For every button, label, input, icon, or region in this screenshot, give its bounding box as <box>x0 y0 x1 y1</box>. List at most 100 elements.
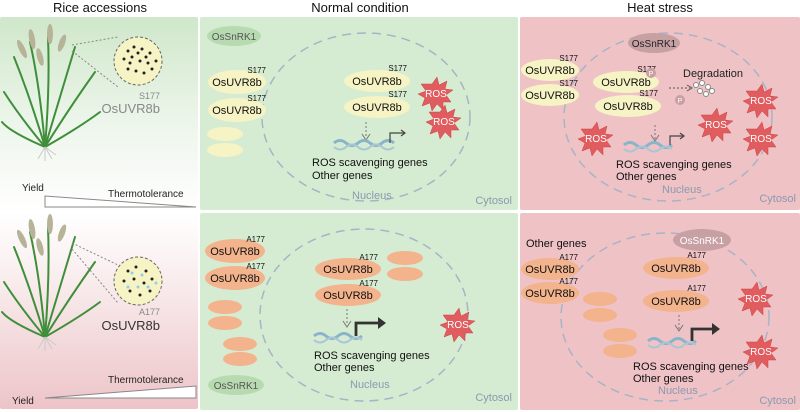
phospho-label: P <box>678 98 683 105</box>
allele-label: S177 <box>388 64 407 73</box>
ros-label: ROS <box>750 347 772 358</box>
protein-label: OsUVR8b <box>525 264 575 276</box>
cytosol-label: Cytosol <box>475 392 512 404</box>
kinase-label: OsSnRK1 <box>632 39 677 50</box>
cytosol-label: Cytosol <box>759 395 796 407</box>
seed-zoom-bottom <box>113 256 163 306</box>
allele-label-top: S177 <box>139 91 160 101</box>
nucleus-membrane <box>560 232 770 402</box>
header-rice-accessions: Rice accessions <box>53 0 147 15</box>
kinase-oval <box>673 229 731 251</box>
allele-label: A177 <box>687 251 706 260</box>
kinase-label: OsSnRK1 <box>214 381 259 392</box>
allele-label: S177 <box>559 79 578 88</box>
allele-label-bottom: A177 <box>139 307 160 317</box>
phospho-badge <box>675 95 685 105</box>
ros-burst: ROS <box>577 121 614 157</box>
nucleus-label: Nucleus <box>662 184 702 196</box>
allele-label: A177 <box>359 253 378 262</box>
ros-label: ROS <box>447 320 469 331</box>
heat-a177-panel: Other genes A177 OsUVR8b A177 OsUVR8b Os… <box>520 213 800 410</box>
thermotolerance-label-bottom: Thermotolerance <box>108 375 184 386</box>
thermotolerance-label-top: Thermotolerance <box>108 189 184 200</box>
tradeoff-triangle-bottom <box>44 385 197 399</box>
rice-plant-bottom <box>1 214 101 351</box>
protein-label: OsUVR8b <box>601 77 651 89</box>
protein-label: OsUVR8b <box>525 90 575 102</box>
protein-label: OsUVR8b <box>212 77 262 89</box>
ros-burst: ROS <box>737 281 774 317</box>
allele-label: A177 <box>559 277 578 286</box>
protein-label: OsUVR8b <box>210 273 260 285</box>
protein-label: OsUVR8b <box>525 288 575 300</box>
gene-label-cytosol: Other genes <box>526 238 587 250</box>
phospho-badge <box>646 68 656 78</box>
kinase-oval <box>628 33 680 53</box>
protein-label: OsUVR8b <box>651 263 701 275</box>
normal-a177-panel: A177 OsUVR8b A177 OsUVR8b OsSnRK1 A177 O… <box>200 213 518 410</box>
ros-label: ROS <box>750 134 772 145</box>
degradation-label: Degradation <box>683 68 743 80</box>
protein-label-top: OsUVR8b <box>101 101 160 116</box>
ros-burst: ROS <box>697 107 734 143</box>
protein-label: OsUVR8b <box>210 246 260 258</box>
ros-burst: ROS <box>742 83 779 119</box>
gene-label-ros: ROS scavenging genes <box>312 157 428 169</box>
dna-strand <box>333 139 395 147</box>
ros-label: ROS <box>705 120 727 131</box>
kinase-oval <box>207 26 261 46</box>
phospho-label: P <box>649 71 654 78</box>
allele-label: A177 <box>687 284 706 293</box>
kinase-label: OsSnRK1 <box>680 236 725 247</box>
allele-label: A177 <box>559 253 578 262</box>
rice-accessions-column: S177 OsUVR8b Yield Thermotolerance <box>0 17 198 409</box>
cytosol-label: Cytosol <box>759 193 796 205</box>
cytosol-label: Cytosol <box>475 195 512 207</box>
yield-label-top: Yield <box>22 183 44 194</box>
protein-label: OsUVR8b <box>352 102 402 114</box>
allele-label: S177 <box>637 65 656 74</box>
allele-label: A177 <box>246 235 265 244</box>
nucleus-label: Nucleus <box>658 385 698 397</box>
header-heat-stress: Heat stress <box>627 0 693 15</box>
gene-label-other: Other genes <box>314 362 375 374</box>
kinase-oval <box>208 375 264 395</box>
allele-label: S177 <box>639 89 658 98</box>
gene-label-other: Other genes <box>312 170 373 182</box>
kinase-label: OsSnRK1 <box>212 32 257 43</box>
header-normal-condition: Normal condition <box>311 0 409 15</box>
gene-label-ros: ROS scavenging genes <box>616 159 732 171</box>
ros-label: ROS <box>585 134 607 145</box>
ros-label: ROS <box>750 96 772 107</box>
protein-label: OsUVR8b <box>651 296 701 308</box>
allele-label: S177 <box>247 66 266 75</box>
protein-label: OsUVR8b <box>525 65 575 77</box>
protein-label: OsUVR8b <box>323 264 373 276</box>
allele-label: A177 <box>359 279 378 288</box>
protein-label: OsUVR8b <box>603 101 653 113</box>
gene-label-ros: ROS scavenging genes <box>314 350 430 362</box>
rice-plant-top <box>1 24 101 161</box>
allele-label: A177 <box>246 262 265 271</box>
normal-s177-panel: OsSnRK1 S177 OsUVR8b S177 OsUVR8b S177 O… <box>200 17 518 210</box>
ros-burst: ROS <box>742 121 779 157</box>
seed-zoom-top <box>113 36 163 86</box>
nucleus-label: Nucleus <box>352 190 392 202</box>
ros-label: ROS <box>433 117 455 128</box>
ros-burst: ROS <box>742 334 779 370</box>
gene-label-other: Other genes <box>633 373 694 385</box>
yield-label-bottom: Yield <box>12 396 34 407</box>
ros-burst: ROS <box>439 307 476 343</box>
protein-label: OsUVR8b <box>212 105 262 117</box>
protein-label: OsUVR8b <box>323 290 373 302</box>
tradeoff-triangle-top <box>44 195 197 208</box>
heat-s177-panel: S177 OsUVR8b S177 OsUVR8b OsSnRK1 S177 O… <box>520 17 800 210</box>
nucleus-label: Nucleus <box>350 379 390 391</box>
nucleus-membrane <box>261 32 471 202</box>
ros-label: ROS <box>425 89 447 100</box>
protein-label-bottom: OsUVR8b <box>101 318 160 333</box>
allele-label: S177 <box>247 94 266 103</box>
protein-label: OsUVR8b <box>352 76 402 88</box>
nucleus-membrane <box>563 32 773 202</box>
allele-label: S177 <box>388 90 407 99</box>
